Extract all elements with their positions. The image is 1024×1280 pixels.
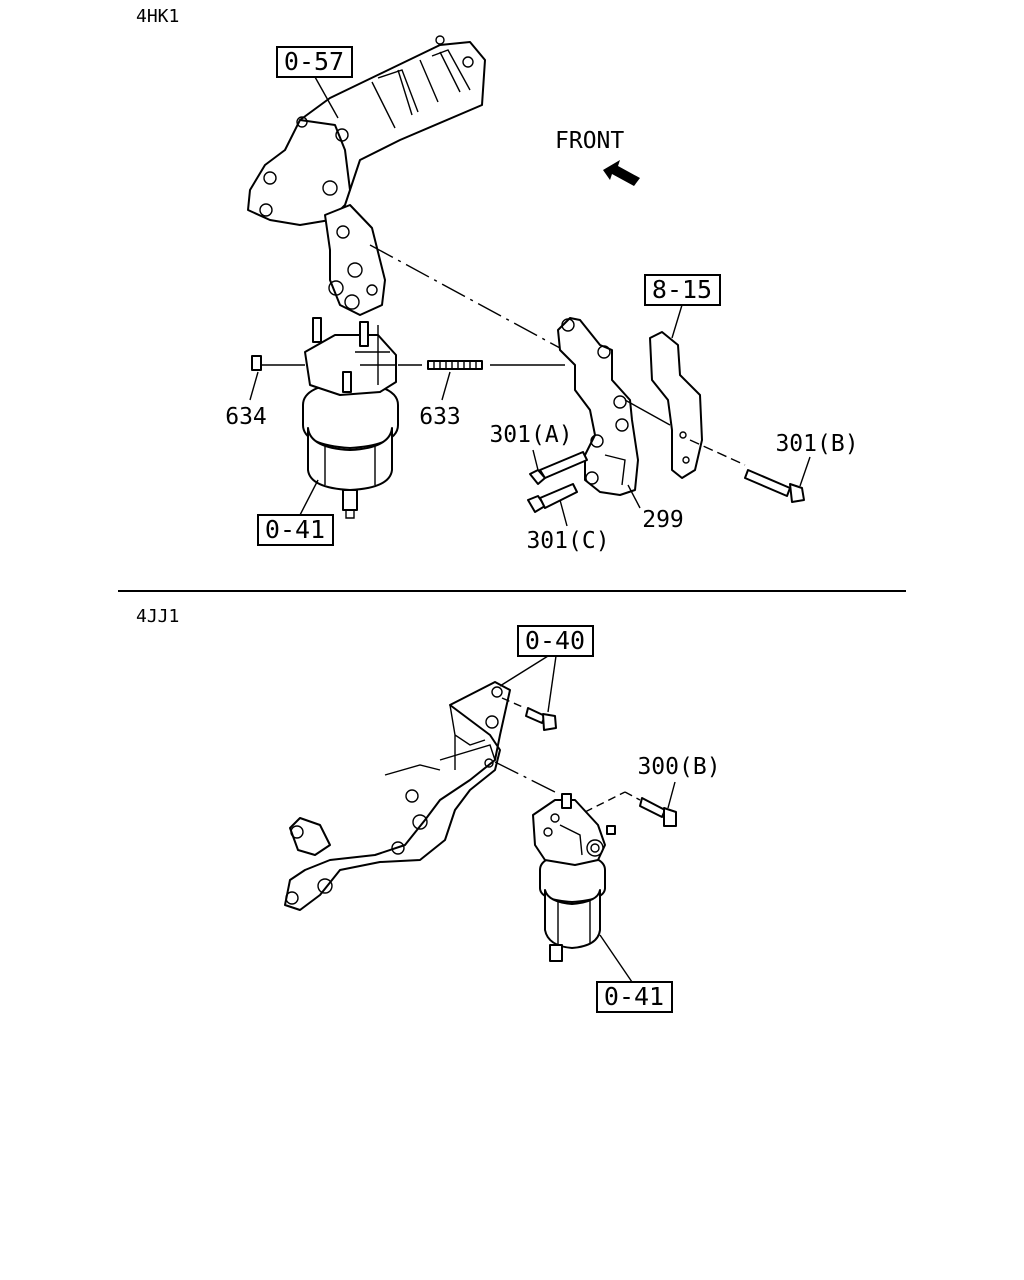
- leader-plate: [671, 304, 683, 339]
- part-label-nut[interactable]: 634: [225, 404, 267, 430]
- ref-box-bracket[interactable]: [644, 274, 721, 306]
- leader-bolt-b: [799, 456, 811, 487]
- nut-634: [251, 355, 262, 371]
- bracket-299: [557, 317, 639, 496]
- leader-bracket: [627, 484, 641, 509]
- bolt-301c: [527, 483, 578, 513]
- ref-label-mount[interactable]: 0-40: [525, 626, 585, 655]
- leader-mount-a: [499, 655, 549, 687]
- stud-633: [398, 360, 565, 370]
- leader-nut: [249, 371, 259, 401]
- bracket-8-15: [649, 331, 703, 479]
- bolt-300b: [584, 791, 677, 827]
- leader-bolt-c: [559, 499, 568, 527]
- ref-label-engine[interactable]: 0-57: [284, 47, 344, 76]
- ref-box-mount[interactable]: [517, 625, 594, 657]
- part-label-bracket[interactable]: 299: [642, 507, 684, 533]
- leader-filter-bottom: [599, 934, 633, 983]
- leader-stud: [441, 371, 451, 401]
- assembly-line-top: [369, 244, 561, 349]
- ref-label-bracket[interactable]: 8-15: [652, 275, 712, 304]
- fuel-filter-top: [302, 317, 399, 519]
- engine-manifold: [247, 35, 486, 226]
- part-label-bolt-300b[interactable]: 300(B): [637, 754, 720, 780]
- bolt-0-40: [501, 697, 557, 731]
- leader-bolt-300b: [667, 781, 676, 809]
- part-label-bolt-b[interactable]: 301(B): [775, 431, 858, 457]
- fuel-filter-bottom: [532, 793, 616, 962]
- ref-label-filter-top[interactable]: 0-41: [265, 515, 325, 544]
- section-title-4hk1: 4HK1: [136, 6, 179, 27]
- leader-engine: [314, 76, 339, 119]
- leader-mount-b: [547, 655, 557, 713]
- assembly-line-bottom: [494, 761, 556, 793]
- ref-box-filter-top[interactable]: [257, 514, 334, 546]
- leader-filter-top: [299, 479, 319, 516]
- ref-label-filter-bottom[interactable]: 0-41: [604, 982, 664, 1011]
- ref-box-filter-bottom[interactable]: [596, 981, 673, 1013]
- manifold-bracket: [324, 204, 386, 316]
- part-label-stud[interactable]: 633: [419, 404, 461, 430]
- bolt-301a: [529, 451, 588, 485]
- part-label-bolt-a[interactable]: 301(A): [489, 422, 572, 448]
- section-title-4jj1: 4JJ1: [136, 606, 179, 627]
- front-arrow-icon: [603, 160, 640, 186]
- bolt-301b: [689, 439, 805, 503]
- leader-bolt-a: [532, 449, 539, 471]
- part-label-bolt-c[interactable]: 301(C): [526, 528, 609, 554]
- front-label: FRONT: [555, 128, 624, 154]
- plate-connection: [624, 399, 671, 426]
- ref-box-engine[interactable]: [276, 46, 353, 78]
- mounting-bracket-4jj1: [284, 681, 511, 911]
